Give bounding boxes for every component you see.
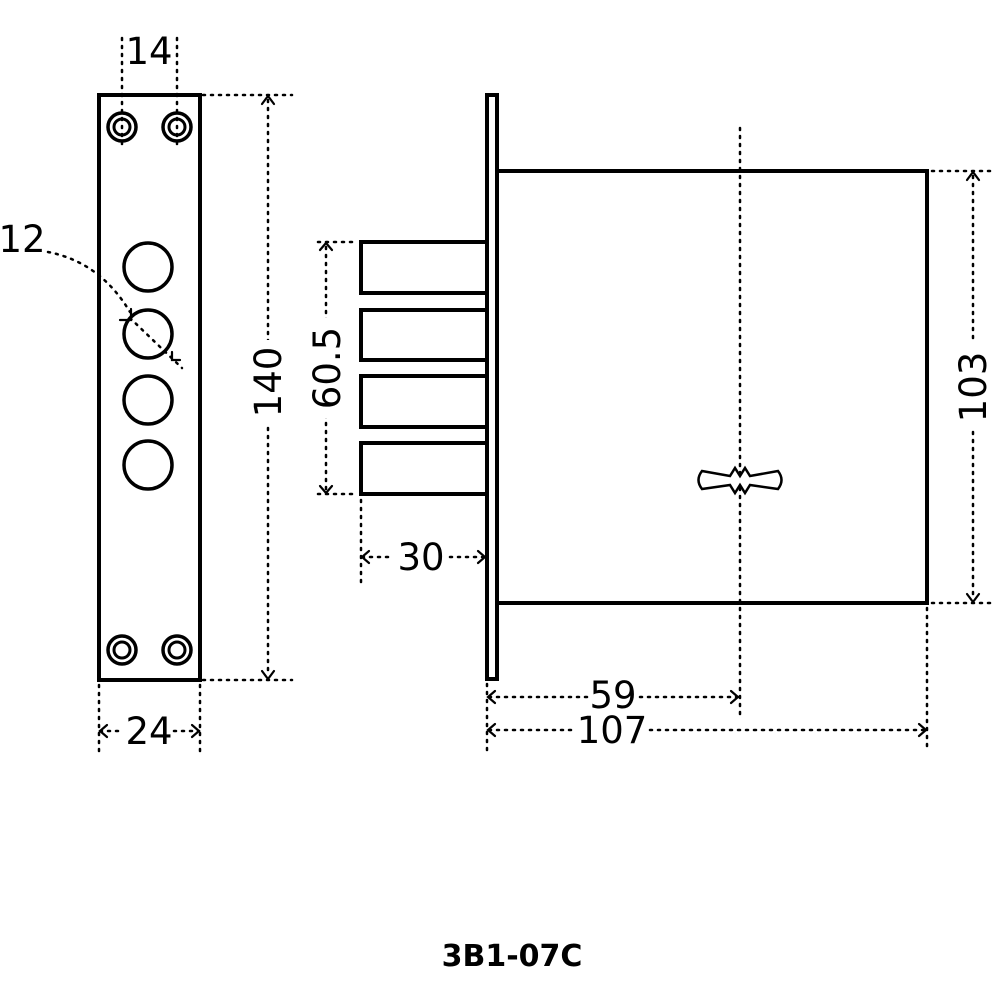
dimension-backset-label: 59 bbox=[589, 674, 636, 717]
dimension-bolt-throw-label: 30 bbox=[397, 536, 444, 579]
dimension-case-height-label: 103 bbox=[952, 352, 995, 423]
lock-body-view: 60.5 30 103 59 bbox=[306, 93, 998, 754]
dimension-bolt-throw: 30 bbox=[359, 498, 487, 584]
model-title: 3B1-07C bbox=[442, 939, 583, 974]
dimension-bolt-span-label: 60.5 bbox=[306, 327, 349, 409]
dimension-case-height: 103 bbox=[930, 169, 998, 605]
face-plate bbox=[97, 93, 202, 682]
bolt-hole-1 bbox=[122, 241, 174, 293]
bolt-hole-3 bbox=[122, 374, 174, 426]
dimension-plate-width-label: 24 bbox=[125, 710, 172, 753]
dimension-plate-height: 140 bbox=[201, 93, 294, 682]
keyhole-icon bbox=[697, 465, 783, 496]
face-plate-view: 14 12 140 24 bbox=[0, 30, 294, 754]
dimension-plate-width: 24 bbox=[97, 683, 202, 754]
screw-hole-bottom-left bbox=[106, 634, 138, 666]
bolt-3 bbox=[359, 374, 489, 429]
dimension-plate-height-label: 140 bbox=[247, 347, 290, 418]
bolt-4 bbox=[359, 441, 489, 496]
dimension-bolt-diameter-label: 12 bbox=[0, 218, 46, 261]
dimension-bolt-span: 60.5 bbox=[306, 240, 360, 496]
dimension-bolt-diameter: 12 bbox=[0, 218, 184, 370]
bolt-hole-2 bbox=[122, 308, 174, 360]
dimension-case-depth: 107 bbox=[486, 606, 929, 754]
dimension-backset: 59 bbox=[485, 674, 740, 754]
bolt-2 bbox=[359, 308, 489, 362]
screw-hole-bottom-right bbox=[161, 634, 193, 666]
dimension-bolt-spacing-label: 14 bbox=[125, 30, 172, 73]
bolt-1 bbox=[359, 240, 489, 295]
lock-case bbox=[495, 169, 929, 605]
dimension-case-depth-label: 107 bbox=[577, 709, 648, 752]
dimension-bolt-spacing: 14 bbox=[120, 30, 179, 147]
bolt-hole-4 bbox=[122, 439, 174, 491]
